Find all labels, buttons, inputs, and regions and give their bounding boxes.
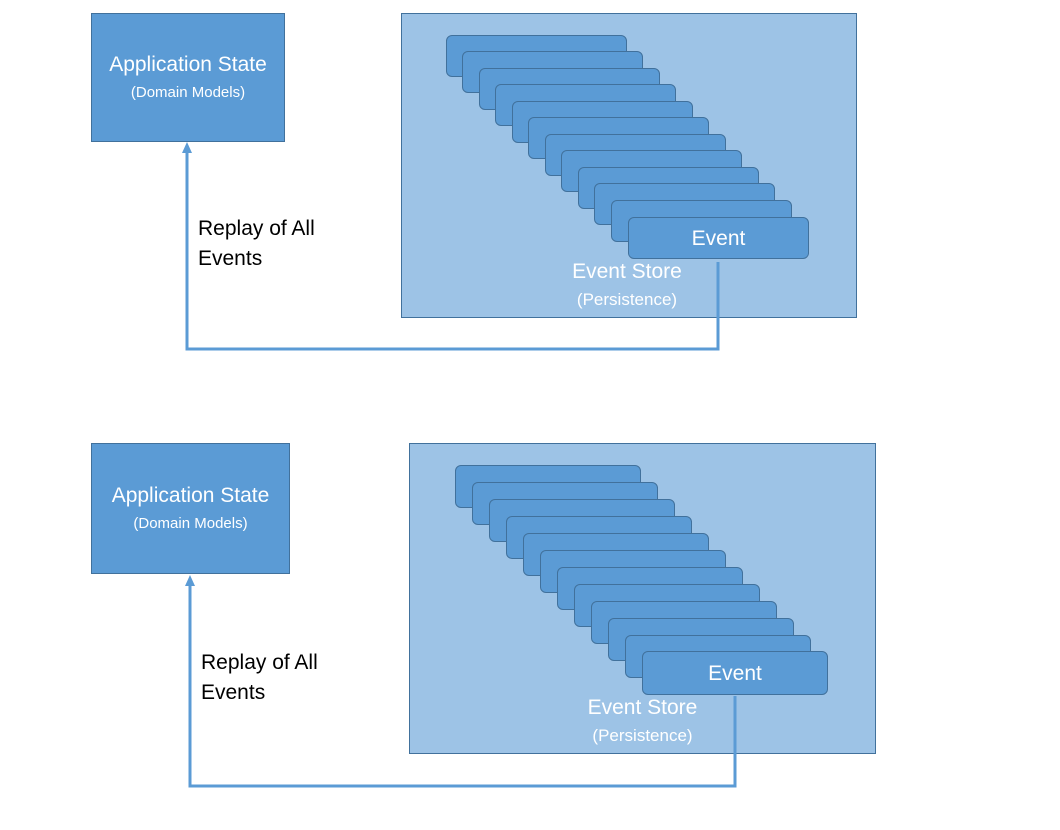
replay-label-line1: Replay of All	[201, 651, 318, 674]
application-state-subtitle: (Domain Models)	[130, 84, 246, 101]
event-store-title: Event Store	[587, 696, 698, 719]
replay-arrow	[185, 575, 737, 788]
event-sourcing-diagram-2: Application State (Domain Models) Event …	[0, 430, 1060, 830]
event-store-box: Event Event Store (Persistence)	[409, 443, 876, 754]
application-state-subtitle: (Domain Models)	[133, 515, 248, 532]
replay-arrow-line	[188, 585, 737, 788]
replay-arrow-line	[185, 152, 720, 351]
replay-label: Replay of All Events	[201, 648, 401, 708]
replay-label-line2: Events	[198, 247, 263, 270]
replay-label-line2: Events	[201, 681, 266, 704]
event-card-front: Event	[628, 217, 809, 259]
event-sourcing-diagram-1: Application State (Domain Models) Event …	[0, 0, 1060, 400]
replay-label-line1: Replay of All	[198, 217, 315, 240]
arrowhead-icon	[182, 142, 192, 153]
arrowhead-icon	[185, 575, 195, 586]
event-store-title: Event Store	[572, 260, 682, 283]
application-state-box: Application State (Domain Models)	[91, 13, 285, 142]
event-card-front: Event	[642, 651, 828, 695]
application-state-title: Application State	[111, 484, 270, 507]
replay-label: Replay of All Events	[198, 214, 398, 274]
application-state-title: Application State	[109, 53, 267, 76]
replay-arrow	[182, 142, 720, 351]
event-store-box: Event Event Store (Persistence)	[401, 13, 857, 318]
event-store-subtitle: (Persistence)	[576, 290, 678, 309]
application-state-box: Application State (Domain Models)	[91, 443, 290, 574]
event-label: Event	[708, 662, 762, 685]
event-store-subtitle: (Persistence)	[592, 726, 693, 745]
event-label: Event	[691, 227, 746, 250]
